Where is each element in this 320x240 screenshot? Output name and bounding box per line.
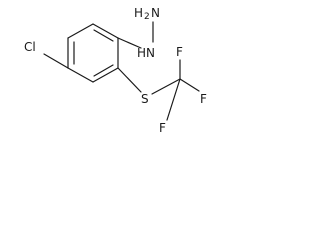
structure-diagram: Cl HN H 2 N S F F F (24, 6, 207, 135)
nh2-label: H 2 N (134, 6, 160, 22)
ring-double-bond-top-right (93, 29, 114, 42)
fluorine-bottom-label: F (159, 121, 166, 135)
fluorine-top-label: F (176, 45, 183, 59)
ring-bond-bottom-left (67, 67, 94, 83)
nh2-subscript: 2 (144, 12, 150, 22)
benzene-ring (67, 23, 119, 83)
nh2-h-label: H (134, 6, 143, 20)
ring-bond-bottom-right (92, 67, 119, 83)
nh2-n-label: N (151, 6, 160, 20)
nh-label: HN (137, 46, 155, 60)
bond-ring-nh (117, 37, 142, 49)
bond-ring-cl (43, 53, 69, 69)
bond-ring-s (117, 67, 142, 93)
chlorine-label: Cl (24, 40, 36, 54)
bond-c-f-bottom (166, 78, 181, 121)
bond-s-c (151, 78, 181, 95)
ring-bond-top-left (67, 23, 94, 39)
ring-double-bond-bottom-right (93, 64, 114, 77)
sulfur-label: S (141, 92, 149, 106)
fluorine-right-label: F (200, 92, 207, 106)
bond-c-f-right (179, 78, 200, 92)
ring-bond-top-right (92, 23, 119, 39)
